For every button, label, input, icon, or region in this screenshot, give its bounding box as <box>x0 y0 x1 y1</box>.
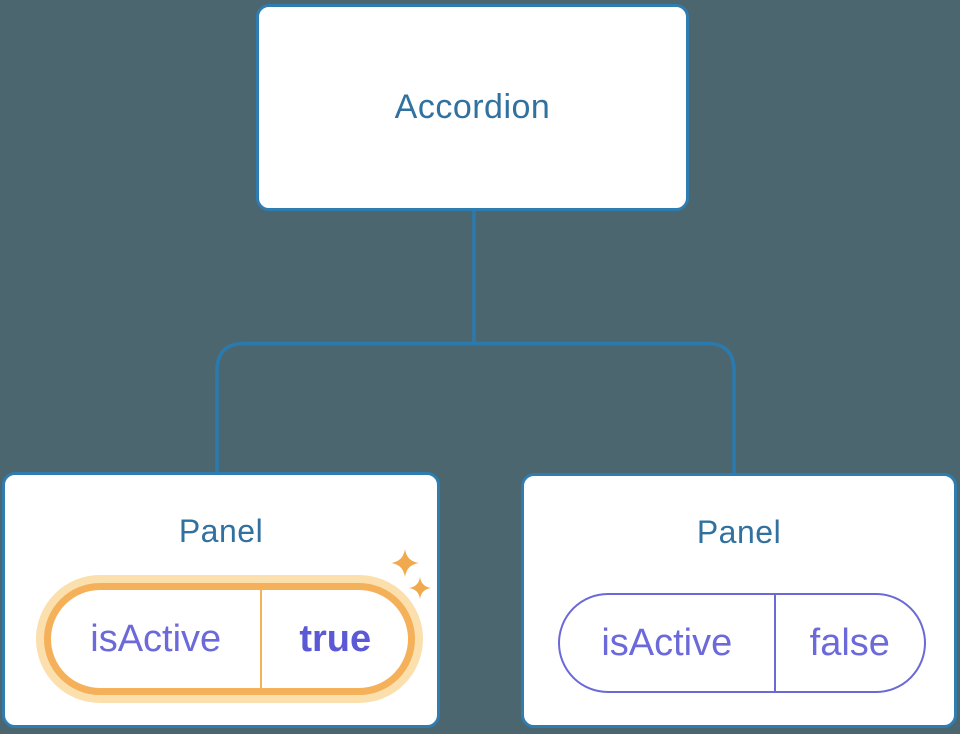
state-pill-right: isActive false <box>558 593 926 693</box>
accordion-node: Accordion <box>256 4 689 211</box>
state-pill-left: isActive true <box>44 583 415 695</box>
pill-divider <box>773 594 776 692</box>
accordion-node-label: Accordion <box>394 88 551 126</box>
pill-divider <box>260 590 263 688</box>
panel-node-left: Panel isActive true <box>2 472 440 728</box>
state-value-label: false <box>809 621 890 664</box>
state-prop-label: isActive <box>601 621 733 664</box>
state-prop-label: isActive <box>90 617 222 660</box>
panel-right-title: Panel <box>696 514 782 550</box>
panel-left-title: Panel <box>178 513 264 549</box>
panel-node-right: Panel isActive false <box>521 473 957 728</box>
state-value-label: true <box>299 617 372 660</box>
